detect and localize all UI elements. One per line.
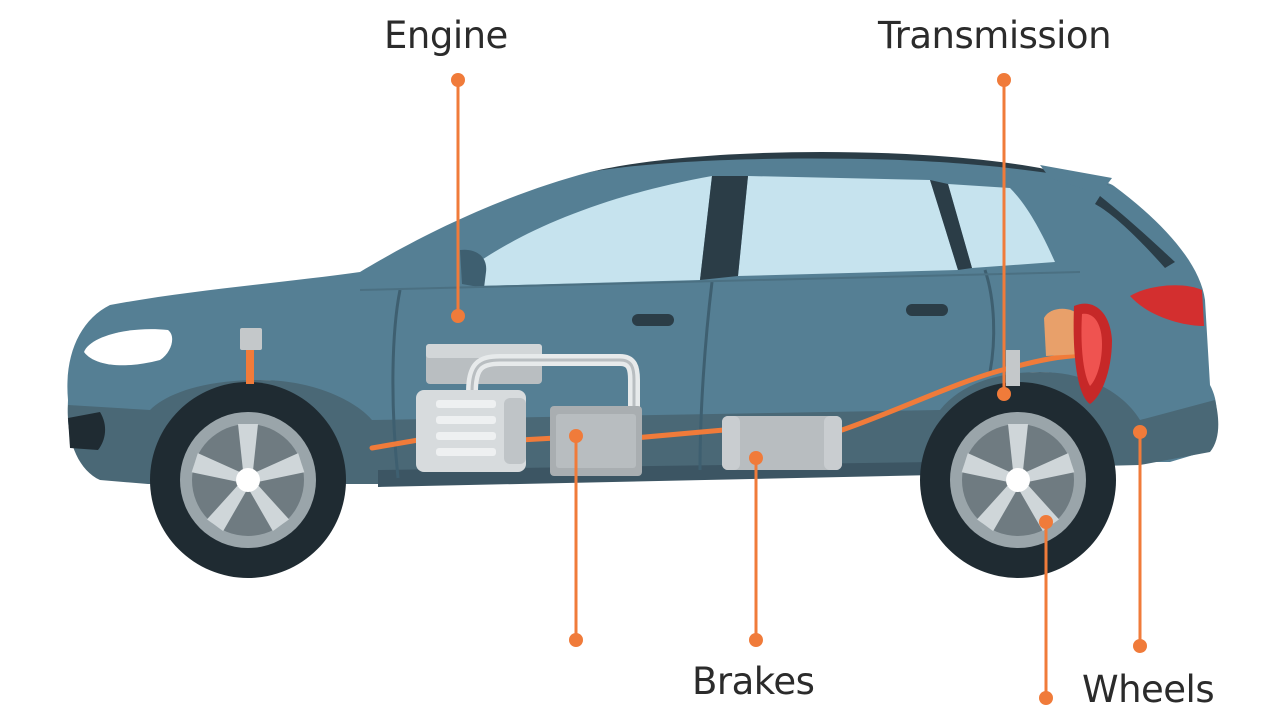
transmission-leader-top-dot [997,73,1011,87]
rear-brake-inner [1081,313,1102,386]
callouts [451,73,1147,705]
transfer-case-cap-2 [824,416,842,470]
gearbox-leader-bottom-dot [569,633,583,647]
rear-wheel [920,382,1116,578]
wheels-leader-bottom-dot [1133,639,1147,653]
brakes-label: Brakes [692,660,815,703]
side-mirror [460,249,487,288]
belt-line [359,271,1081,291]
taillight [1130,285,1204,326]
engine-pipe-shadow [470,358,636,460]
gearbox-leader-top-dot [569,429,583,443]
front-brake-caliper [240,328,262,350]
front-brake-line [246,350,254,384]
engine-leader-bottom-dot [451,309,465,323]
engine-end-cap [504,398,526,464]
brakes-leader-top-dot [749,451,763,465]
engine-fin-2 [436,416,496,424]
c-pillar [930,180,972,270]
engine-fin-1 [436,400,496,408]
rear-window [738,176,958,276]
front-wheel [150,382,346,578]
fog-light [68,412,106,450]
wheel-hub-leader-top-dot [1039,515,1053,529]
rear-windshield [1095,196,1175,268]
wheels-label: Wheels [1082,668,1215,711]
roof [590,151,1112,186]
wheel-hub-leader-bottom-dot [1039,691,1053,705]
a-pillar [700,176,748,280]
gearbox-face [556,414,636,468]
transfer-case-cap [722,416,740,470]
transmission-label: Transmission [878,14,1112,57]
front-window [470,176,712,286]
front-door-line [391,289,402,479]
rear-spoiler [1040,165,1112,194]
quarter-window [948,184,1055,268]
transmission-leader-bottom-dot [997,387,1011,401]
engine-leader-top-dot [451,73,465,87]
rear-door-handle [906,304,948,316]
front-door-handle [632,314,674,326]
rear-door-line [983,269,996,373]
front-hub [236,468,260,492]
headlight [84,329,173,366]
rear-axle-housing [1044,308,1082,356]
engine-label: Engine [384,14,508,57]
rear-shock [1006,350,1020,386]
rear-hub [1006,468,1030,492]
front-spokes [191,424,305,532]
engine-fin-3 [436,432,496,440]
engine-fin-4 [436,448,496,456]
wheels-leader-top-dot [1133,425,1147,439]
brakes-leader-bottom-dot [749,633,763,647]
drive-shaft [369,352,1088,451]
middle-door-line [698,281,714,471]
